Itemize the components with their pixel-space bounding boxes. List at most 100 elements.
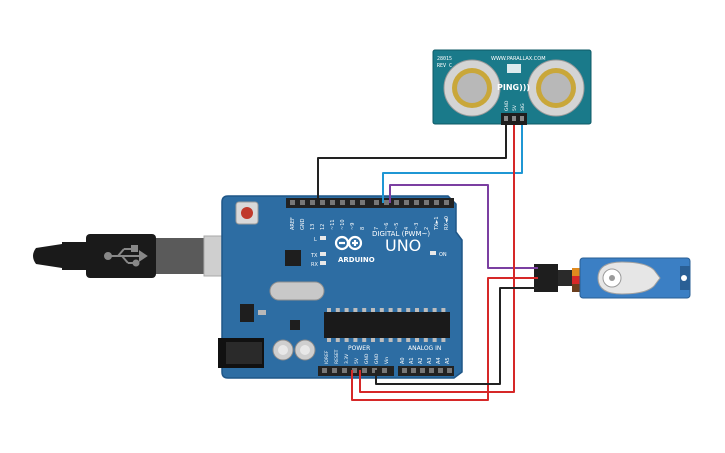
digital-pin-label: RX◄0 <box>444 216 450 230</box>
digital-pin-hole[interactable] <box>434 200 439 205</box>
sensor-pin-gnd <box>504 116 508 121</box>
power-pin-hole[interactable] <box>322 368 327 373</box>
chip-pin <box>415 338 419 342</box>
power-pin-hole[interactable] <box>362 368 367 373</box>
led-tx <box>320 252 326 256</box>
digital-pin-hole[interactable] <box>310 200 315 205</box>
voltage-regulator <box>240 304 254 322</box>
servo-connector-neck <box>558 270 572 286</box>
power-pin-hole[interactable] <box>372 368 377 373</box>
digital-pin-holes <box>290 200 449 205</box>
analog-pin-label: A1 <box>409 357 415 364</box>
usb-cable-end <box>33 244 62 268</box>
capacitor-1-top <box>278 345 288 355</box>
chip-pin <box>327 338 331 342</box>
digital-pin-hole[interactable] <box>394 200 399 205</box>
digital-pin-hole[interactable] <box>384 200 389 205</box>
digital-pin-hole[interactable] <box>300 200 305 205</box>
power-pin-label: Vin <box>384 357 390 364</box>
sensor-revision: REV C <box>437 63 452 69</box>
analog-pin-hole[interactable] <box>447 368 452 373</box>
digital-pin-hole[interactable] <box>424 200 429 205</box>
chip-pin <box>441 308 446 312</box>
digital-pin-hole[interactable] <box>320 200 325 205</box>
digital-pin-hole[interactable] <box>360 200 365 205</box>
crystal-oscillator <box>269 281 325 301</box>
wire-servo-power[interactable] <box>351 277 538 401</box>
digital-pin-label: ~3 <box>414 223 420 230</box>
led-on-label: ON <box>439 252 447 258</box>
usb-cable-strain <box>62 242 86 270</box>
chip-pin <box>423 338 428 342</box>
analog-pin-hole[interactable] <box>411 368 416 373</box>
digital-pin-label: 4 <box>404 227 410 230</box>
digital-pin-hole[interactable] <box>340 200 345 205</box>
atmega-chip <box>324 312 450 338</box>
chip-pin <box>379 308 384 312</box>
sensor-pin-5v <box>512 116 516 121</box>
digital-pin-label: 12 <box>320 224 326 230</box>
digital-pin-hole[interactable] <box>444 200 449 205</box>
led-l-label: L <box>314 237 317 243</box>
chip-pin <box>423 308 428 312</box>
power-pin-label: RESET <box>334 349 340 364</box>
sensor-pin-label: 5V <box>512 104 518 111</box>
sensor-led <box>507 64 521 73</box>
usb-plug-collar <box>156 238 206 274</box>
chip-pin <box>362 338 367 342</box>
digital-pin-label: ~11 <box>330 219 336 230</box>
reset-button-cap[interactable] <box>241 207 253 219</box>
chip-pin <box>371 338 375 342</box>
servo-motor <box>534 257 691 299</box>
chip-pin <box>406 338 411 342</box>
digital-pin-label: AREF <box>290 217 296 230</box>
chip-pin <box>441 338 446 342</box>
digital-pin-hole[interactable] <box>414 200 419 205</box>
analog-label: ANALOG IN <box>408 345 441 352</box>
analog-pin-hole[interactable] <box>420 368 425 373</box>
power-label: POWER <box>348 345 370 352</box>
chip-pin <box>388 308 393 312</box>
bottom-pin-holes <box>322 368 452 373</box>
analog-pin-hole[interactable] <box>402 368 407 373</box>
chip-pin <box>353 308 358 312</box>
wire-servo-signal[interactable] <box>389 184 538 269</box>
digital-header <box>286 198 454 208</box>
power-pin-hole[interactable] <box>342 368 347 373</box>
digital-pin-hole[interactable] <box>290 200 295 205</box>
chip-pin <box>397 308 402 312</box>
digital-pin-label: ~6 <box>384 223 390 230</box>
digital-pin-hole[interactable] <box>374 200 379 205</box>
usb-icon <box>104 245 148 267</box>
wire-sensor-gnd[interactable] <box>317 125 507 203</box>
servo-hub-screw <box>609 275 615 281</box>
chip-pin <box>327 308 331 312</box>
power-pin-hole[interactable] <box>352 368 357 373</box>
analog-pin-hole[interactable] <box>438 368 443 373</box>
sensor-pin-label: GND <box>504 100 510 111</box>
digital-pin-label: 7 <box>374 227 380 230</box>
power-pin-hole[interactable] <box>332 368 337 373</box>
wire-sensor-5v[interactable] <box>359 125 515 393</box>
led-rx-label: RX <box>311 262 318 268</box>
servo-wire-signal <box>572 268 581 276</box>
chip-pins <box>327 308 446 342</box>
power-pin-label: 5V <box>354 357 360 364</box>
chip-pin <box>388 338 393 342</box>
wire-servo-ground[interactable] <box>375 287 538 385</box>
capacitor-2-top <box>300 345 310 355</box>
digital-pin-hole[interactable] <box>330 200 335 205</box>
analog-pin-hole[interactable] <box>429 368 434 373</box>
servo-wire-ground <box>572 284 581 292</box>
analog-pin-label: A5 <box>445 357 451 364</box>
sensor-url: WWW.PARALLAX.COM <box>491 56 546 62</box>
ultrasonic-transmitter <box>443 59 501 117</box>
wire-sensor-sig[interactable] <box>382 125 523 203</box>
chip-pin <box>335 308 340 312</box>
digital-pin-label: ~5 <box>394 223 400 230</box>
power-pin-hole[interactable] <box>382 368 387 373</box>
digital-pin-hole[interactable] <box>404 200 409 205</box>
digital-pin-hole[interactable] <box>350 200 355 205</box>
